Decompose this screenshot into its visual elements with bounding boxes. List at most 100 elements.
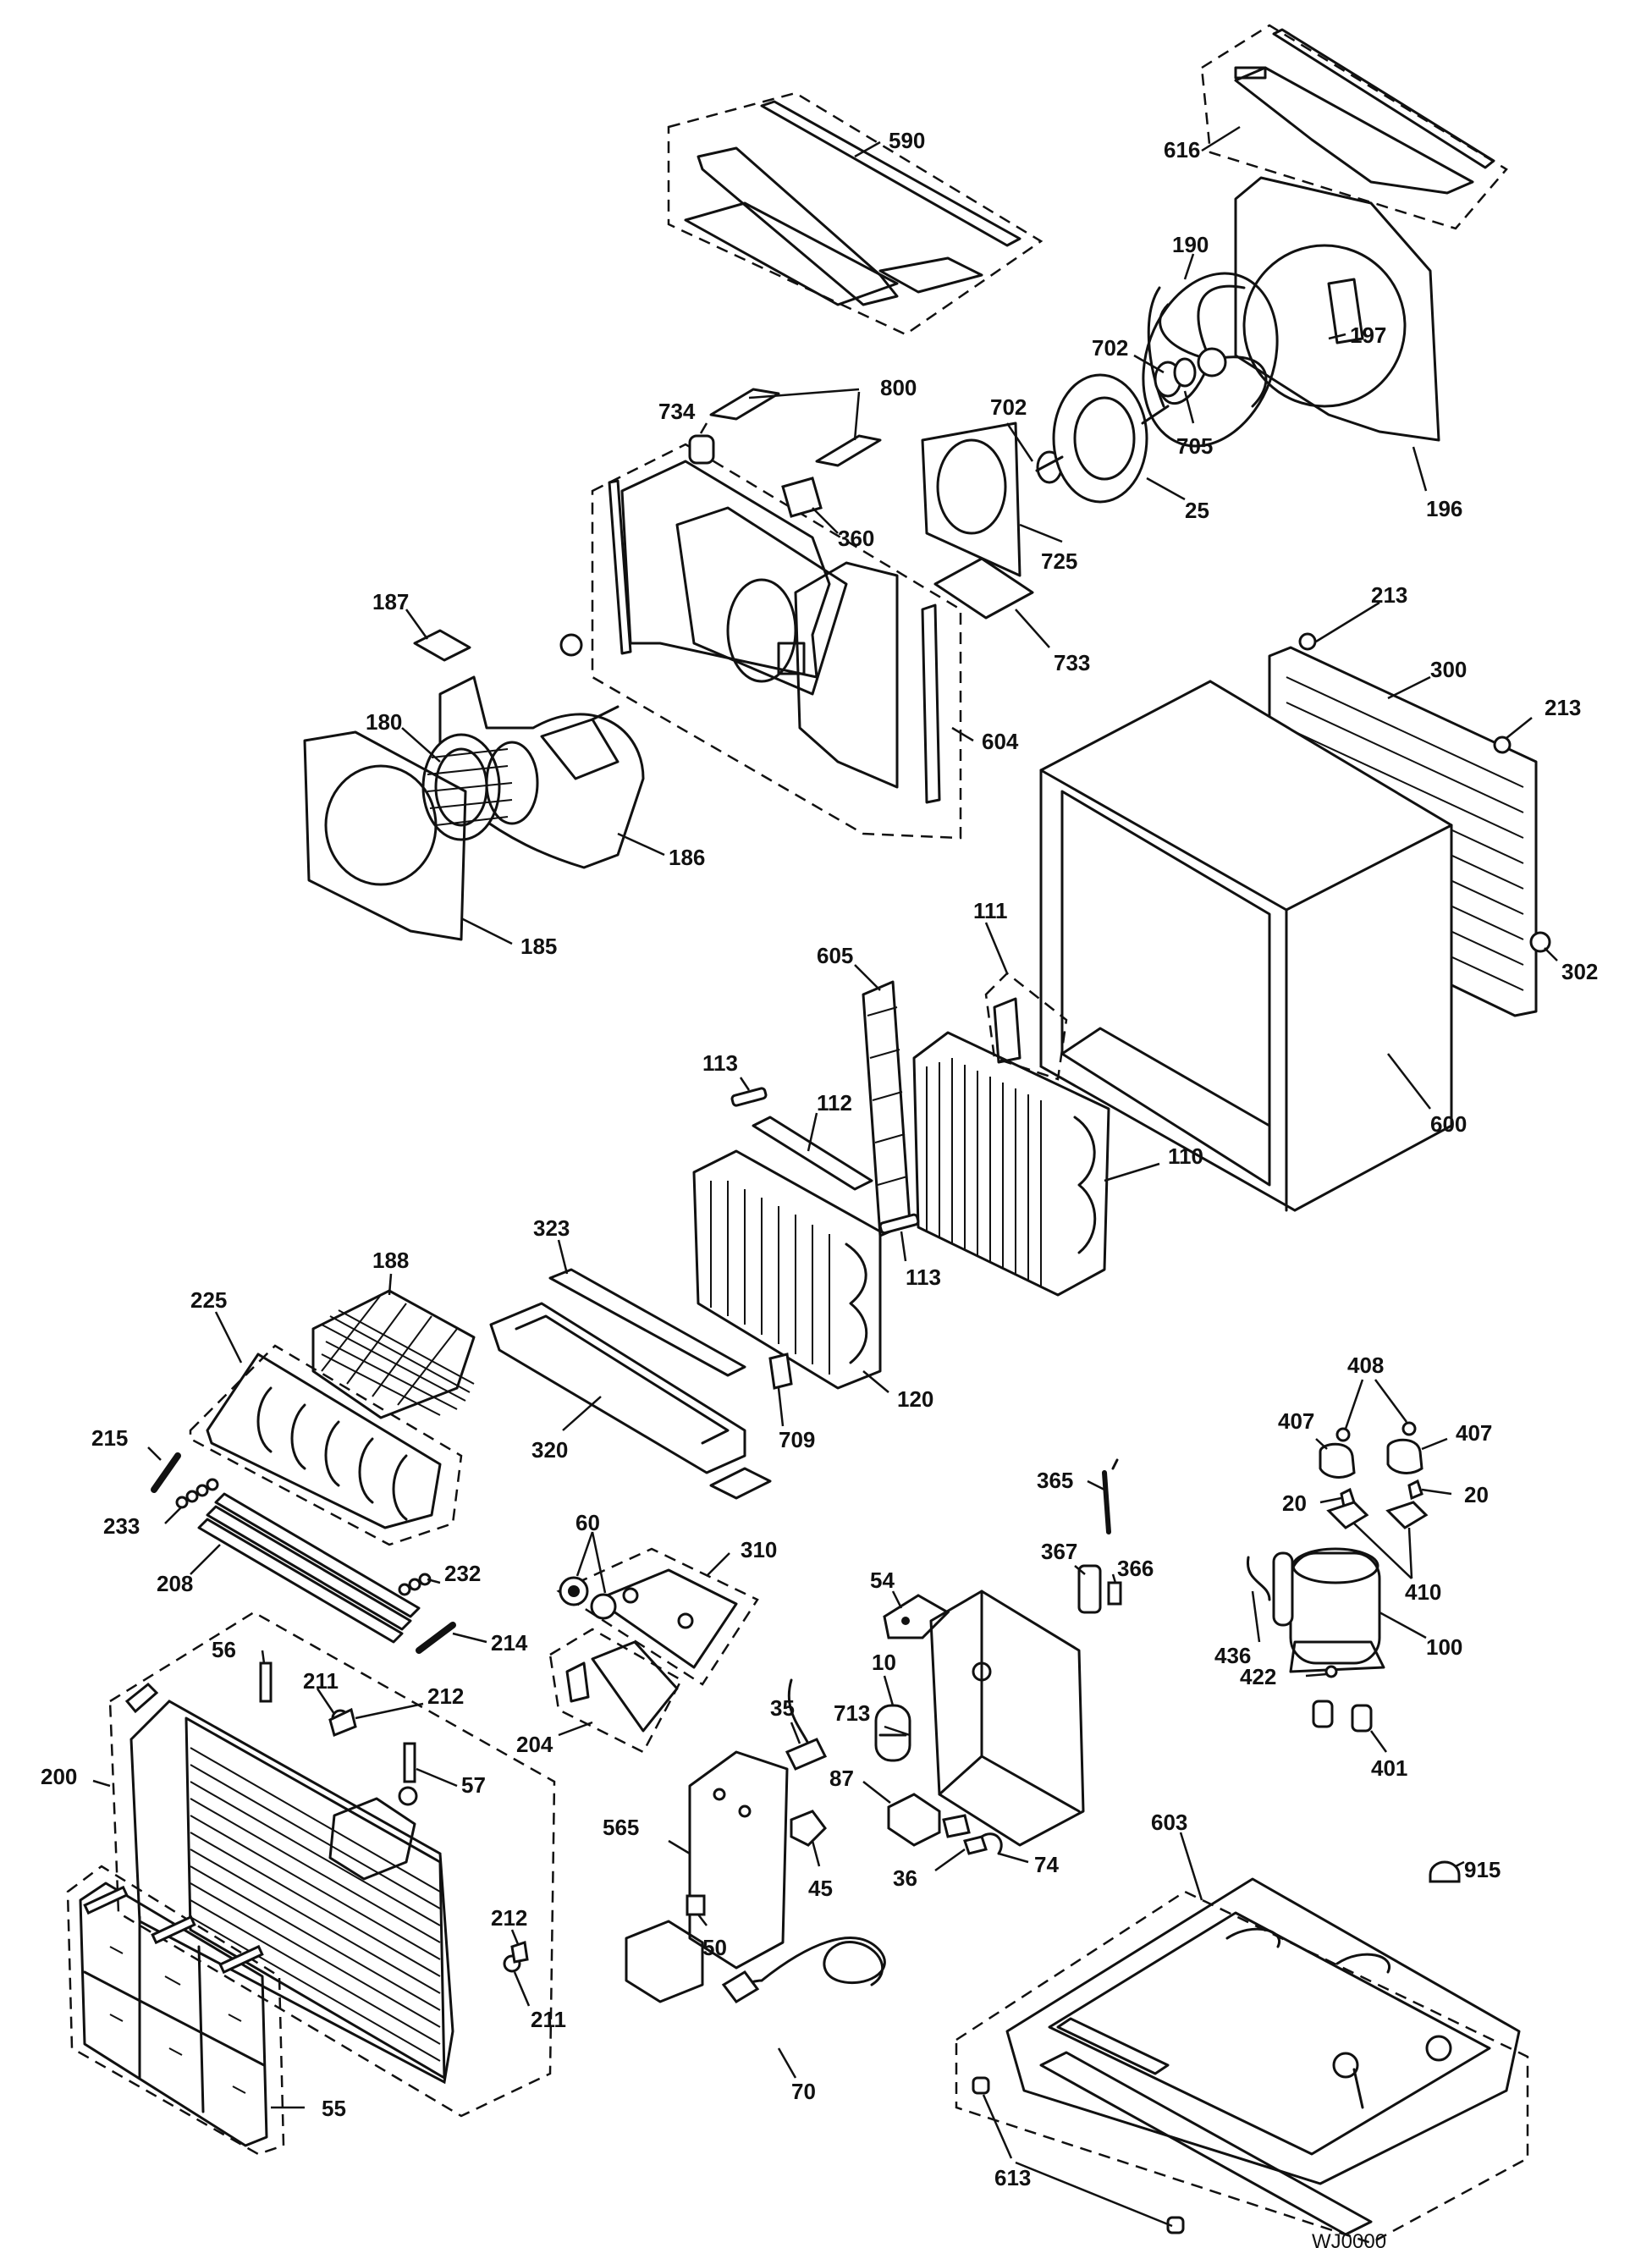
part-180-blower-wheel: [421, 733, 539, 841]
part-25-fan-motor: [1035, 373, 1170, 504]
part-50-switch: [686, 1894, 706, 1916]
part-60-control-knob: [559, 1576, 617, 1620]
label-70: 70: [791, 2079, 816, 2104]
leader-lines: [92, 125, 1558, 2228]
label-214: 214: [491, 1630, 528, 1656]
label-408: 408: [1347, 1353, 1384, 1378]
part-35-thermostat-bracket: [785, 1678, 828, 1771]
part-112-divider-strip: [752, 1116, 873, 1191]
label-616: 616: [1164, 137, 1200, 163]
label-410: 410: [1405, 1579, 1441, 1605]
label-185: 185: [520, 934, 557, 959]
label-212-upper: 212: [427, 1683, 464, 1709]
part-310-control-panel-assembly: [556, 1547, 759, 1686]
label-232: 232: [444, 1561, 481, 1586]
part-186-blower-scroll: [438, 675, 645, 869]
part-915-plug: [1429, 1860, 1461, 1883]
part-436-tube: [1247, 1556, 1271, 1601]
label-188: 188: [372, 1248, 409, 1273]
label-50: 50: [702, 1935, 727, 1960]
part-185-blower-plate: [303, 730, 467, 941]
label-10: 10: [872, 1650, 896, 1675]
label-713: 713: [834, 1700, 870, 1726]
label-605: 605: [817, 943, 853, 968]
part-590-top-cover-assembly: [667, 91, 1044, 336]
part-616-top-panel-assembly: [1200, 24, 1508, 230]
label-604: 604: [982, 729, 1019, 754]
label-733: 733: [1054, 650, 1090, 675]
label-100: 100: [1426, 1634, 1462, 1660]
part-control-box-housing: [929, 1590, 1085, 1847]
label-213-right: 213: [1545, 695, 1581, 720]
part-187-bracket: [413, 629, 471, 662]
label-302: 302: [1561, 959, 1598, 984]
label-60: 60: [575, 1510, 600, 1535]
label-187: 187: [372, 589, 409, 614]
label-57: 57: [461, 1772, 486, 1798]
part-225-louver-assembly: [189, 1344, 463, 1546]
part-196-condenser-shroud: [1234, 176, 1440, 442]
label-215: 215: [91, 1425, 128, 1451]
part-366-clip: [1107, 1581, 1122, 1606]
label-702-lower: 702: [990, 394, 1027, 420]
label-702-upper: 702: [1092, 335, 1128, 361]
part-422-grommet: [1324, 1665, 1338, 1678]
label-204: 204: [516, 1732, 553, 1757]
label-323: 323: [533, 1215, 570, 1241]
part-number-labels: 590 616 190 197 196 702 702 705 25 725 7…: [41, 128, 1598, 2190]
part-725-motor-bracket: [921, 422, 1021, 577]
label-196: 196: [1426, 496, 1462, 521]
label-603: 603: [1151, 1810, 1187, 1835]
label-366: 366: [1117, 1556, 1154, 1581]
label-600: 600: [1430, 1111, 1467, 1137]
label-401: 401: [1371, 1755, 1407, 1781]
label-87: 87: [829, 1766, 854, 1791]
label-180: 180: [366, 709, 402, 735]
label-233: 233: [103, 1513, 140, 1539]
part-323-support-bar: [548, 1268, 746, 1377]
part-113-seal: [730, 1087, 920, 1235]
label-25: 25: [1185, 498, 1209, 523]
part-603-base-pan-assembly: [955, 1877, 1529, 2245]
part-407-grommet: [1319, 1438, 1423, 1479]
label-709: 709: [779, 1427, 815, 1452]
part-212-clip: [328, 1707, 529, 1964]
part-800-clip: [709, 388, 882, 467]
label-590: 590: [889, 128, 925, 153]
label-113-upper: 113: [702, 1050, 738, 1076]
part-111-bracket: [984, 972, 1068, 1081]
part-302-plug: [1529, 931, 1551, 953]
label-225: 225: [190, 1287, 227, 1313]
part-70-power-cord: [721, 1937, 886, 2003]
label-111: 111: [973, 898, 1008, 923]
label-20-right: 20: [1464, 1482, 1489, 1507]
part-603-drain-strip: [1039, 2017, 1373, 2236]
part-120-evaporator-coil: [692, 1149, 882, 1390]
part-367-clip: [1077, 1564, 1102, 1614]
part-55-air-filter-assembly: [66, 1865, 285, 2156]
part-360-terminal-block: [781, 477, 823, 518]
part-233-spring: [175, 1478, 219, 1509]
label-407-right: 407: [1456, 1420, 1492, 1446]
label-197: 197: [1350, 322, 1386, 348]
part-208-damper-rods: [197, 1492, 421, 1644]
label-190: 190: [1172, 232, 1209, 257]
label-110: 110: [1168, 1143, 1203, 1169]
label-208: 208: [157, 1571, 193, 1596]
part-56-clip: [259, 1661, 273, 1703]
part-733-bracket: [933, 557, 1034, 620]
label-613: 613: [994, 2165, 1031, 2190]
label-186: 186: [669, 845, 705, 870]
label-422: 422: [1240, 1664, 1276, 1689]
label-212-lower: 212: [491, 1905, 527, 1931]
label-725: 725: [1041, 548, 1077, 574]
label-56: 56: [212, 1637, 236, 1662]
label-36: 36: [893, 1865, 917, 1891]
part-87-terminal-board: [887, 1793, 971, 1847]
part-200-front-cabinet-assembly: [108, 1611, 556, 2118]
label-35: 35: [770, 1695, 795, 1721]
label-800: 800: [880, 375, 917, 400]
label-45: 45: [808, 1876, 833, 1901]
part-410-mount: [1326, 1501, 1429, 1529]
part-45-relay: [790, 1810, 827, 1847]
